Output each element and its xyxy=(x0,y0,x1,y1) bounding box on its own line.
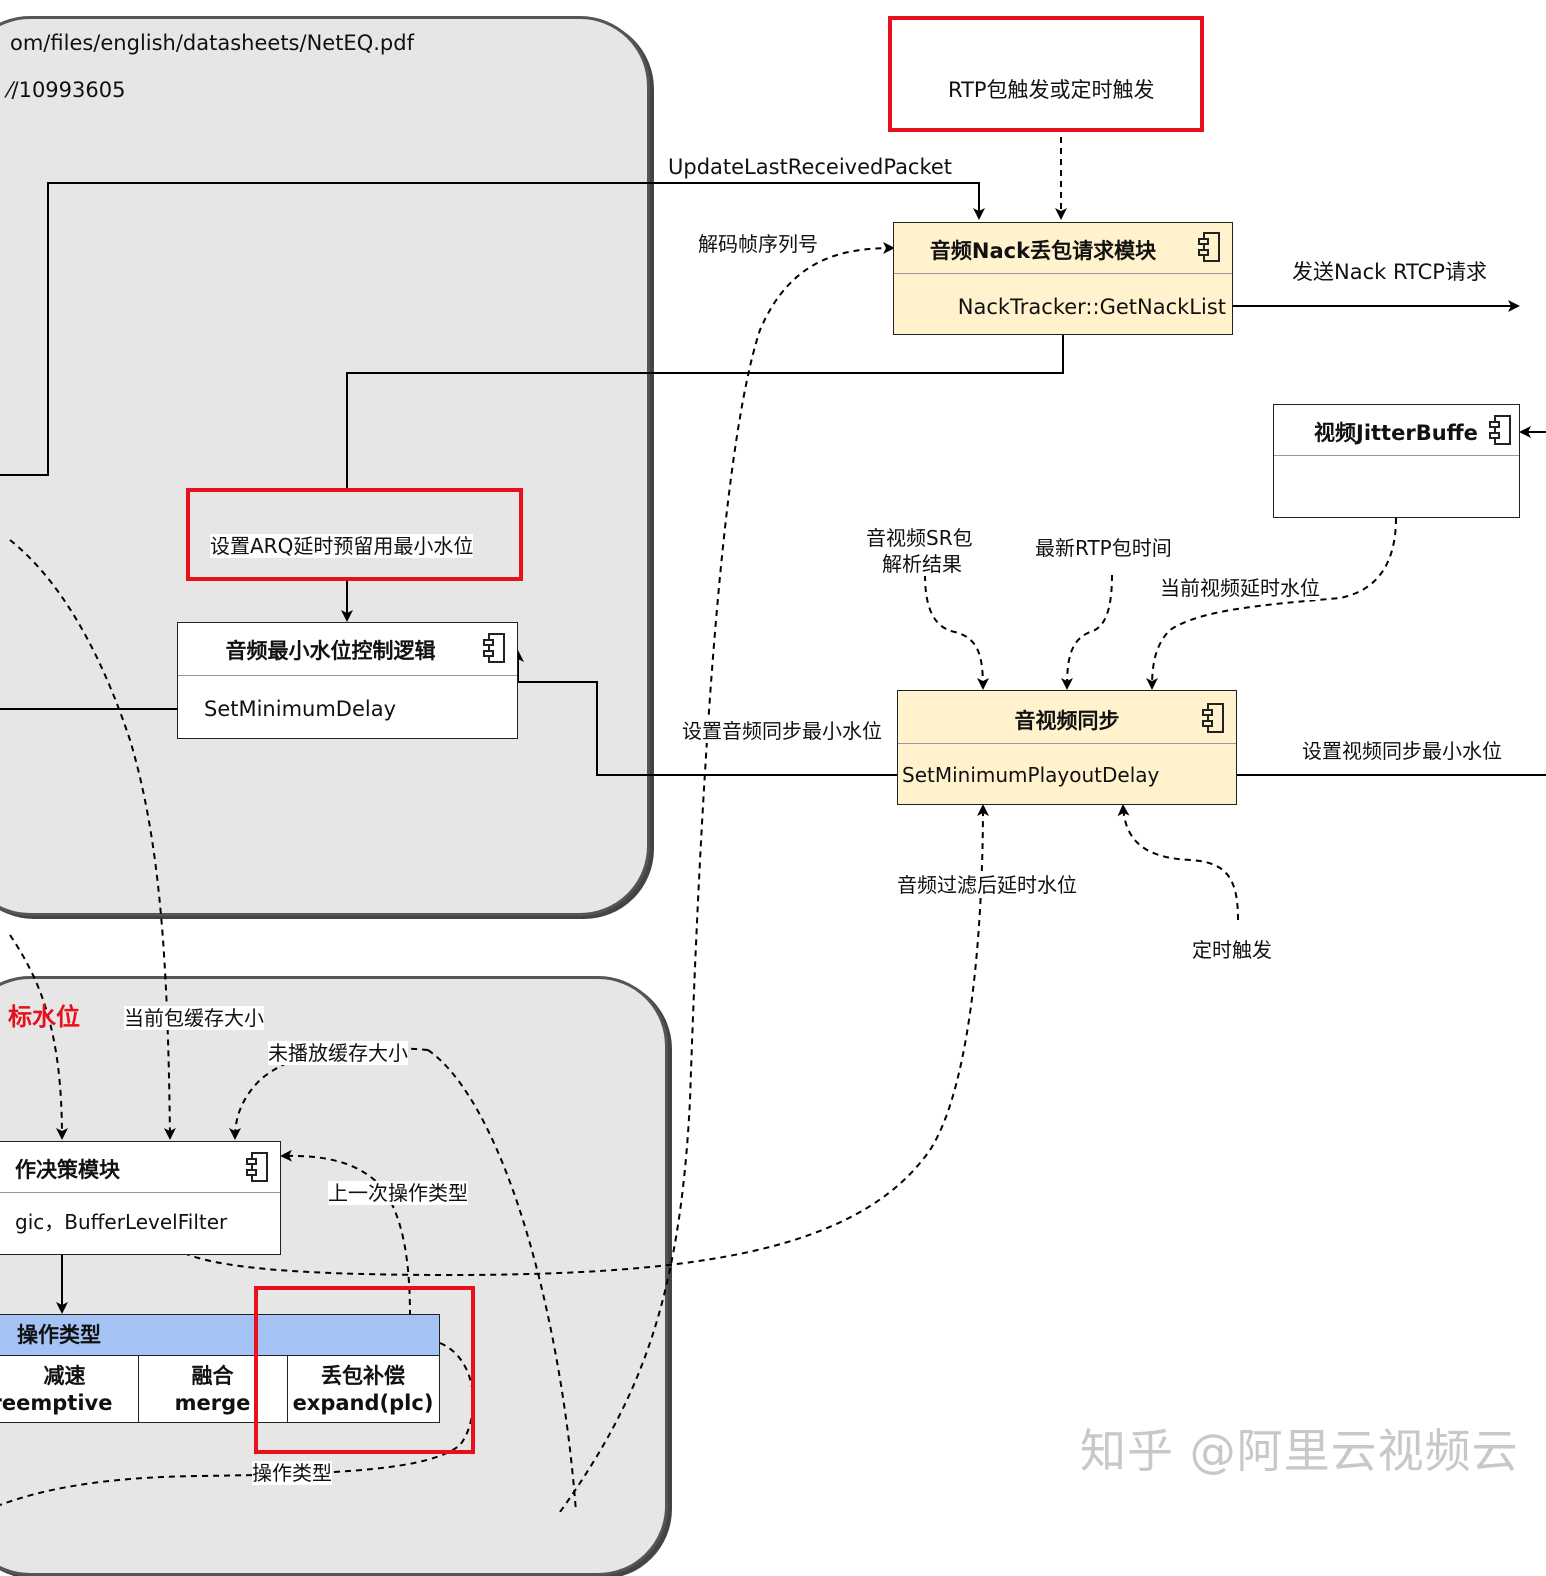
latest-rtp-dashed xyxy=(1061,574,1113,690)
update-last-received-line xyxy=(0,182,985,476)
op-type-table: 操作类型 减速 preemptive 融合 merge 丢包补偿 expand(… xyxy=(0,1314,440,1423)
op-cell-expand-cn: 丢包补偿 xyxy=(321,1364,405,1388)
target-level-label: 标水位 xyxy=(8,1003,80,1031)
neteq-group-panel-top xyxy=(0,16,650,916)
expand-highlight-box xyxy=(254,1286,475,1454)
rtp-trigger-box: RTP包触发或定时触发 xyxy=(888,16,1204,132)
unplayed-buffer-label: 未播放缓存大小 xyxy=(268,1041,408,1065)
video-delay-label: 当前视频延时水位 xyxy=(1160,576,1320,600)
decode-seq-label: 解码帧序列号 xyxy=(698,232,818,256)
sr-result-label-2: 解析结果 xyxy=(882,552,962,576)
av-sync-to-min-delay-line xyxy=(512,650,898,776)
component-icon xyxy=(246,1152,268,1182)
video-jitter-buffer-module[interactable]: 视频JitterBuffe xyxy=(1273,404,1520,518)
op-cell-expand: 丢包补偿 expand(plc) xyxy=(287,1363,439,1417)
decision-module-title: 作决策模块 xyxy=(15,1158,120,1182)
latest-rtp-label: 最新RTP包时间 xyxy=(1035,536,1172,560)
av-sync-module-method: SetMinimumPlayoutDelay xyxy=(902,763,1160,787)
watermark: 知乎 @阿里云视频云 xyxy=(1080,1424,1519,1478)
sr-result-dashed xyxy=(924,574,989,690)
decode-seq-dashed xyxy=(559,242,895,1512)
op-cell-expand-en: expand(plc) xyxy=(292,1391,434,1415)
video-jitter-buffer-title: 视频JitterBuffe xyxy=(1314,421,1478,445)
audio-filtered-dashed xyxy=(159,804,989,1277)
min-delay-module-title: 音频最小水位控制逻辑 xyxy=(225,639,436,663)
packet-buffer-label: 当前包缓存大小 xyxy=(124,1006,264,1030)
set-video-sync-label: 设置视频同步最小水位 xyxy=(1302,739,1502,763)
min-delay-module[interactable]: 音频最小水位控制逻辑 SetMinimumDelay xyxy=(177,622,518,739)
set-audio-sync-label: 设置音频同步最小水位 xyxy=(682,719,882,743)
op-cell-merge-en: merge xyxy=(174,1391,251,1415)
nack-module-title: 音频Nack丢包请求模块 xyxy=(929,239,1157,263)
rtp-trigger-label: RTP包触发或定时触发 xyxy=(948,78,1155,102)
nack-module-method: NackTracker::GetNackList xyxy=(957,295,1226,319)
op-type-table-header: 操作类型 xyxy=(0,1315,439,1356)
timer-trigger-label: 定时触发 xyxy=(1192,938,1272,962)
last-op-label: 上一次操作类型 xyxy=(328,1181,468,1205)
av-sync-module[interactable]: 音视频同步 SetMinimumPlayoutDelay xyxy=(897,690,1237,805)
nack-module[interactable]: 音频Nack丢包请求模块 NackTracker::GetNackList xyxy=(893,222,1233,335)
av-sync-module-title: 音视频同步 xyxy=(1014,709,1120,733)
neteq-doc-url[interactable]: om/files/english/datasheets/NetEQ.pdf xyxy=(10,31,414,55)
connector-lines xyxy=(0,115,1546,1512)
arq-note-label: 设置ARQ延时预留用最小水位 xyxy=(210,534,474,558)
op-cell-merge: 融合 merge xyxy=(138,1363,287,1417)
decision-module[interactable]: 作决策模块 gic，BufferLevelFilter xyxy=(0,1141,281,1255)
op-cell-preemptive-en: preemptive xyxy=(0,1391,113,1415)
neteq-group-panel-bottom xyxy=(0,976,668,1576)
decision-module-method: gic，BufferLevelFilter xyxy=(15,1210,228,1234)
op-cell-merge-cn: 融合 xyxy=(191,1364,234,1388)
sr-result-label-1: 音视频SR包 xyxy=(866,526,973,550)
timer-trigger-dashed xyxy=(1117,804,1239,921)
op-type-arrow-label: 操作类型 xyxy=(252,1461,332,1485)
op-cell-preemptive: 减速 preemptive xyxy=(0,1363,138,1417)
component-icon xyxy=(1202,703,1224,733)
min-delay-module-method: SetMinimumDelay xyxy=(204,697,397,721)
audio-filtered-label: 音频过滤后延时水位 xyxy=(897,873,1077,897)
component-icon xyxy=(1489,415,1511,445)
send-nack-label: 发送Nack RTCP请求 xyxy=(1292,260,1487,284)
video-delay-dashed xyxy=(1146,517,1397,690)
ref-url[interactable]: ⁄/10993605 xyxy=(8,78,126,102)
component-icon xyxy=(1198,232,1220,262)
op-cell-preemptive-cn: 减速 xyxy=(43,1364,86,1388)
update-last-label: UpdateLastReceivedPacket xyxy=(668,155,953,179)
component-icon xyxy=(483,633,505,663)
arq-note-box: 设置ARQ延时预留用最小水位 xyxy=(186,488,523,581)
op-type-header-label: 操作类型 xyxy=(17,1323,101,1347)
